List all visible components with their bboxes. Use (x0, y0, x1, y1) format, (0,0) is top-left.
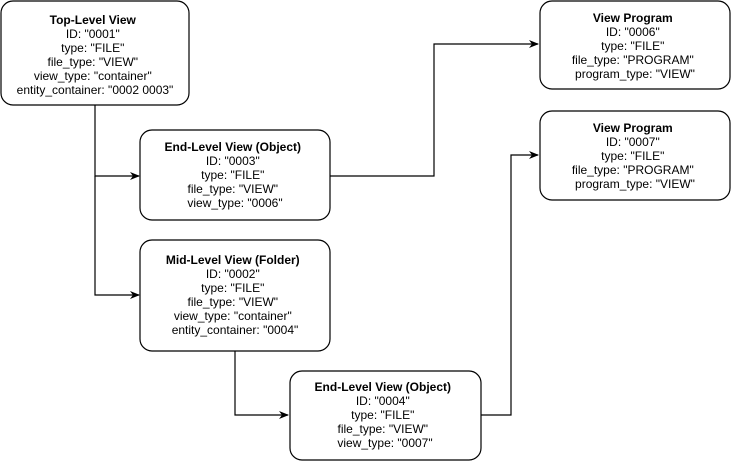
node-title: Top-Level View (50, 13, 137, 27)
node-end-level-view-0004[interactable]: End-Level View (Object) ID: "0004" type:… (289, 370, 482, 461)
node-line: type: "FILE" (201, 281, 264, 295)
edge-mid-level-0002-to-end-level-0004 (234, 351, 289, 419)
node-box (539, 0, 731, 90)
node-title: View Program (593, 121, 673, 135)
svg-text:View Program ID: "0007": View Program ID: "0007" type: "FILE" fil… (572, 119, 698, 191)
svg-text:End-Level View (Object): End-Level View (Object) ID: "0003" type:… (165, 138, 306, 210)
edges (94, 40, 539, 419)
node-view-program-0006[interactable]: View Program ID: "0006" type: "FILE" fil… (539, 0, 731, 90)
svg-text:View Program ID: "0006": View Program ID: "0006" type: "FILE" fil… (572, 9, 698, 81)
node-line: type: "FILE" (601, 39, 664, 53)
node-title: Mid-Level View (Folder) (166, 253, 300, 267)
node-line: ID: "0007" (606, 135, 660, 149)
node-line: file_type: "PROGRAM" (572, 53, 694, 67)
node-line: entity_container: "0002 0003" (17, 83, 174, 97)
node-line: type: "FILE" (601, 149, 664, 163)
edge-top-level-to-mid-level-0002 (94, 176, 140, 299)
node-title: End-Level View (Object) (315, 380, 451, 394)
node-line: program_type: "VIEW" (575, 177, 695, 191)
node-top-level-view[interactable]: Top-Level View ID: "0001" type: "FILE" f… (0, 0, 190, 106)
node-line: type: "FILE" (61, 41, 124, 55)
node-line: view_type: "0007" (337, 436, 432, 450)
node-line: program_type: "VIEW" (575, 67, 695, 81)
node-title: End-Level View (Object) (165, 140, 301, 154)
node-line: file_type: "VIEW" (187, 182, 278, 196)
node-box (139, 129, 331, 221)
node-line: view_type: "container" (174, 309, 292, 323)
node-line: file_type: "PROGRAM" (572, 163, 694, 177)
node-box (139, 239, 331, 352)
node-line: file_type: "VIEW" (47, 55, 138, 69)
node-end-level-view-0003[interactable]: End-Level View (Object) ID: "0003" type:… (139, 129, 331, 221)
node-box (289, 370, 482, 461)
svg-text:Mid-Level View (Folder): Mid-Level View (Folder) ID: "0002" type:… (166, 251, 304, 337)
node-mid-level-view-0002[interactable]: Mid-Level View (Folder) ID: "0002" type:… (139, 239, 331, 352)
node-line: file_type: "VIEW" (187, 295, 278, 309)
node-line: view_type: "0006" (187, 196, 282, 210)
node-line: entity_container: "0004" (172, 323, 299, 337)
edge-end-level-0004-to-view-program-0007 (481, 151, 539, 416)
node-line: ID: "0004" (356, 394, 410, 408)
node-box (539, 110, 731, 201)
node-view-program-0007[interactable]: View Program ID: "0007" type: "FILE" fil… (539, 110, 731, 201)
node-title: View Program (593, 11, 673, 25)
node-line: type: "FILE" (201, 168, 264, 182)
node-line: ID: "0003" (206, 154, 260, 168)
node-line: ID: "0006" (606, 25, 660, 39)
svg-text:End-Level View (Object): End-Level View (Object) ID: "0004" type:… (315, 378, 456, 450)
svg-text:Top-Level View ID: "0001: Top-Level View ID: "0001" type: "FILE" f… (17, 11, 174, 97)
edge-top-level-to-end-level-0003 (94, 105, 140, 180)
node-line: ID: "0001" (66, 27, 120, 41)
node-line: type: "FILE" (351, 408, 414, 422)
node-line: file_type: "VIEW" (337, 422, 428, 436)
node-box (0, 0, 190, 106)
node-line: view_type: "container" (34, 69, 152, 83)
node-line: ID: "0002" (206, 267, 260, 281)
edge-end-level-0003-to-view-program-0006 (330, 40, 539, 177)
